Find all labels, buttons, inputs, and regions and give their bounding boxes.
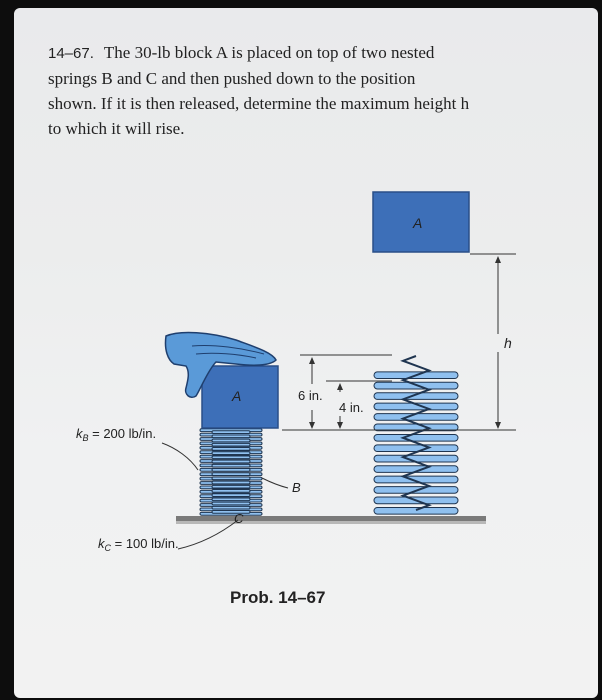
problem-line-4: to which it will rise.	[48, 119, 185, 138]
problem-line-3: shown. If it is then released, determine…	[48, 94, 470, 113]
dimension-h: h	[504, 335, 512, 351]
spring-c-label: C	[234, 511, 244, 526]
block-a-compressed	[201, 365, 279, 429]
block-a-top	[372, 191, 470, 253]
kc-leader	[177, 519, 239, 550]
problem-statement: 14–67.The 30-lb block A is placed on top…	[48, 40, 548, 141]
compressed-springs	[199, 428, 263, 516]
kb-label: kB = 200 lb/in.	[76, 426, 156, 443]
spring-b-label: B	[292, 480, 301, 495]
spring-c-outer-free	[373, 371, 459, 515]
kc-label: kC = 100 lb/in.	[98, 536, 179, 553]
kb-leader	[161, 442, 199, 471]
spring-b-inner-compressed	[211, 430, 251, 514]
spring-b-inner-free	[400, 355, 432, 511]
hand-icon	[164, 331, 277, 399]
ground	[176, 516, 486, 522]
dimension-6in: 6 in.	[298, 388, 323, 403]
dimension-4in: 4 in.	[339, 400, 364, 415]
problem-line-2: springs B and C and then pushed down to …	[48, 69, 416, 88]
figure-caption: Prob. 14–67	[230, 588, 326, 607]
block-a-top-label: A	[412, 215, 422, 231]
textbook-page	[14, 8, 598, 698]
problem-line-1: 14–67.The 30-lb block A is placed on top…	[48, 43, 435, 62]
free-springs	[373, 355, 459, 515]
dimension-arrows	[309, 256, 501, 429]
block-a-label: A	[231, 388, 241, 404]
problem-number: 14–67.	[48, 45, 94, 62]
